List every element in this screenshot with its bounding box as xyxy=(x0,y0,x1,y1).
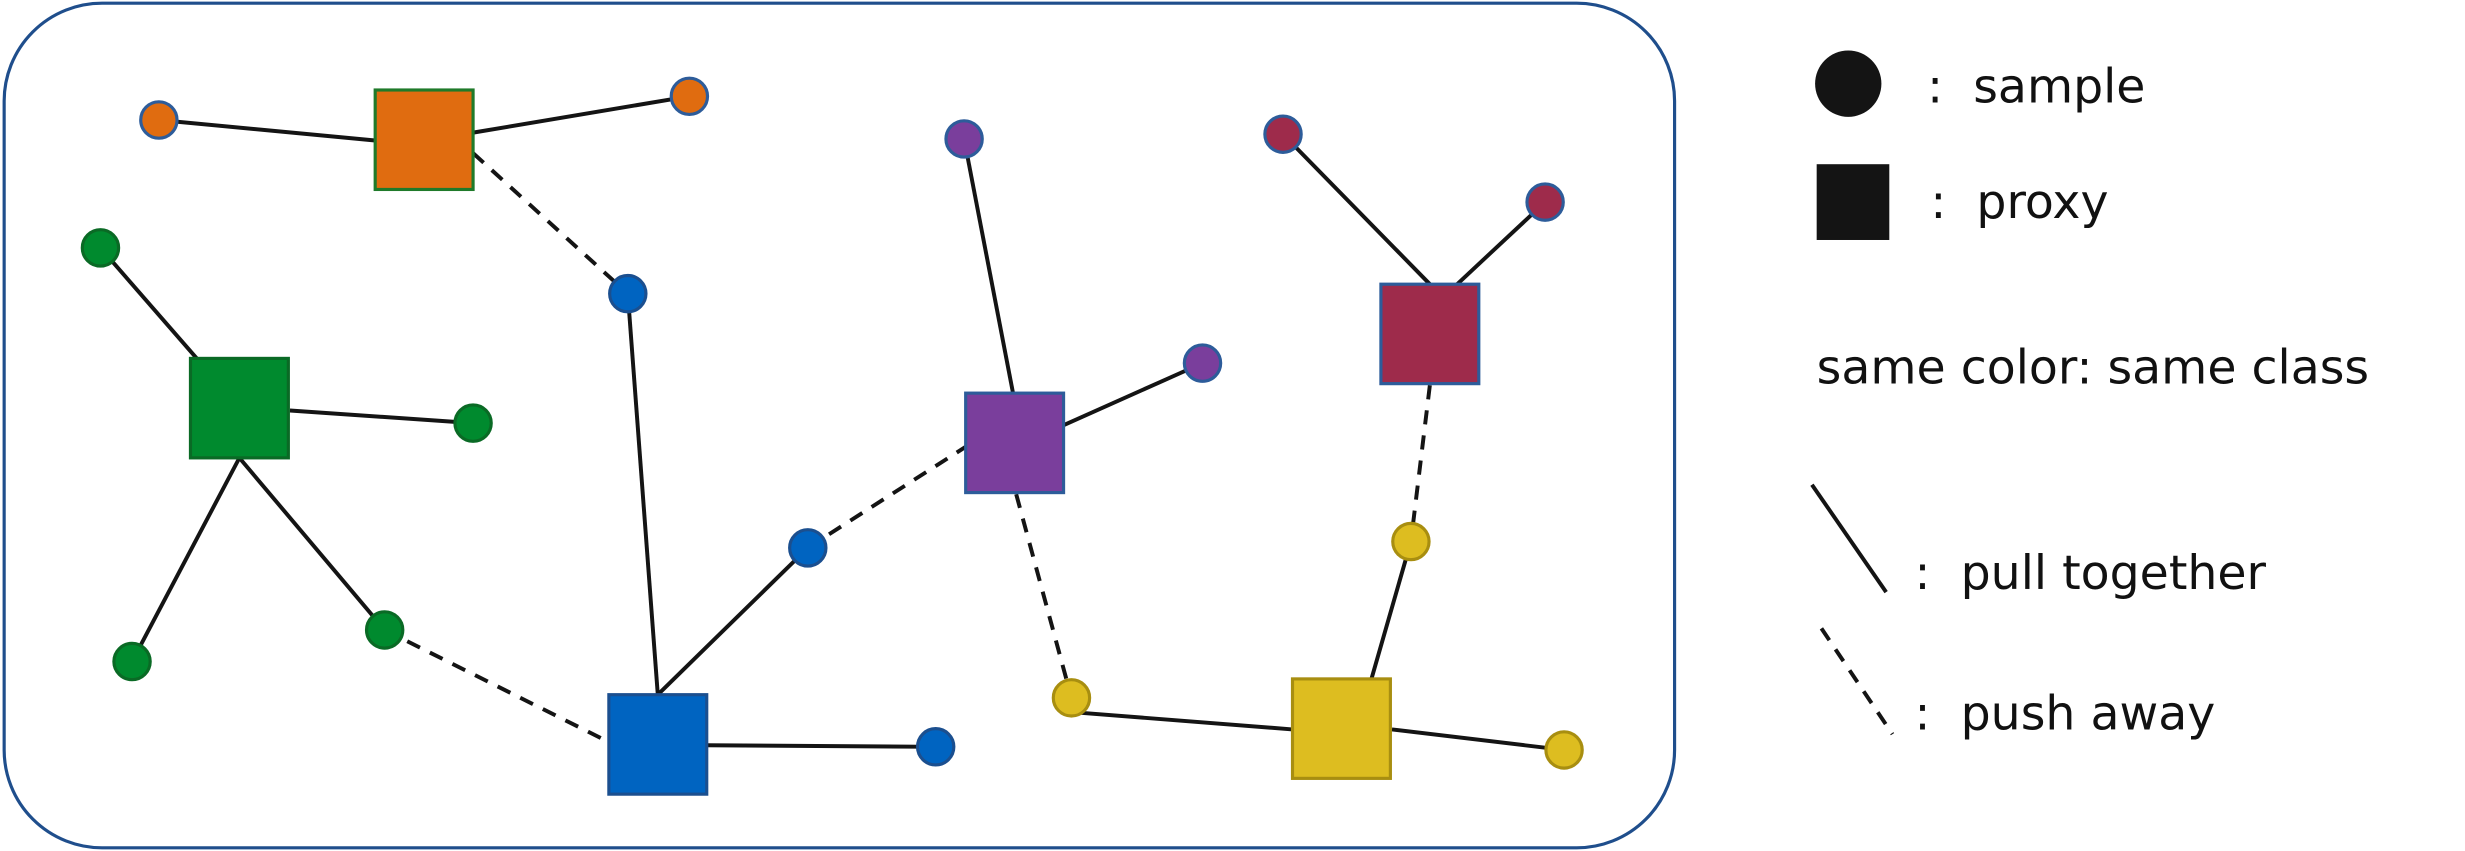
legend-push-label: : push away xyxy=(1915,686,2216,741)
sample-yellow xyxy=(1391,521,1431,562)
proxy-green xyxy=(188,356,290,460)
legend-proxy-icon xyxy=(1816,164,1890,240)
pull-together-edge xyxy=(1281,132,1432,286)
push-away-edge xyxy=(1408,385,1432,542)
proxy-blue xyxy=(607,693,709,796)
pull-together-edge xyxy=(472,94,690,135)
sample-purple xyxy=(1182,343,1223,383)
push-away-edge xyxy=(806,445,967,550)
pull-together-edge xyxy=(1369,541,1413,680)
legend-sample-label: : sample xyxy=(1927,60,2145,115)
legend-pull-line-icon xyxy=(1810,483,1888,594)
legend-push-line-icon xyxy=(1819,627,1895,736)
legend-color-note: same color: same class xyxy=(1817,341,2369,396)
legend-proxy-label: : proxy xyxy=(1930,175,2108,230)
sample-green xyxy=(453,403,493,443)
legend-pull-label: : pull together xyxy=(1915,546,2267,601)
sample-yellow xyxy=(1544,730,1584,770)
sample-maroon xyxy=(1525,182,1565,222)
pull-together-edge xyxy=(1449,200,1547,292)
sample-blue xyxy=(915,727,956,767)
sample-yellow xyxy=(1051,678,1092,718)
sample-green xyxy=(80,228,121,268)
proxy-maroon xyxy=(1379,282,1481,386)
pull-together-edge xyxy=(625,293,660,695)
pull-together-edge xyxy=(962,138,1015,394)
sample-green xyxy=(112,641,152,682)
push-away-edge xyxy=(471,151,630,296)
pull-together-edge xyxy=(289,408,474,426)
sample-purple xyxy=(944,119,984,159)
proxy-orange xyxy=(373,88,475,192)
pull-together-edge xyxy=(130,456,242,663)
pull-together-edge xyxy=(656,546,810,697)
sample-orange xyxy=(669,76,710,117)
legend-sample-icon xyxy=(1815,50,1882,117)
nodes xyxy=(80,76,1584,796)
pull-together-edge xyxy=(706,743,936,749)
diagram-frame xyxy=(2,1,1677,850)
pull-together-edge xyxy=(1391,727,1565,752)
proxy-yellow xyxy=(1290,677,1392,780)
pull-together-edge xyxy=(1053,361,1204,432)
pull-together-edge xyxy=(1071,710,1293,732)
pull-together-edge xyxy=(158,118,376,143)
sample-blue xyxy=(608,273,648,314)
pull-together-edge xyxy=(98,246,199,360)
pull-together-edge xyxy=(237,456,387,632)
edges xyxy=(98,94,1565,752)
proxy-purple xyxy=(964,391,1066,495)
push-away-edge xyxy=(383,628,610,744)
sample-blue xyxy=(788,528,828,568)
sample-orange xyxy=(139,100,179,140)
push-away-edge xyxy=(1014,493,1074,699)
sample-maroon xyxy=(1263,114,1303,154)
legend: : sample : proxy same color: same class … xyxy=(1810,50,2369,741)
sample-green xyxy=(364,610,405,650)
